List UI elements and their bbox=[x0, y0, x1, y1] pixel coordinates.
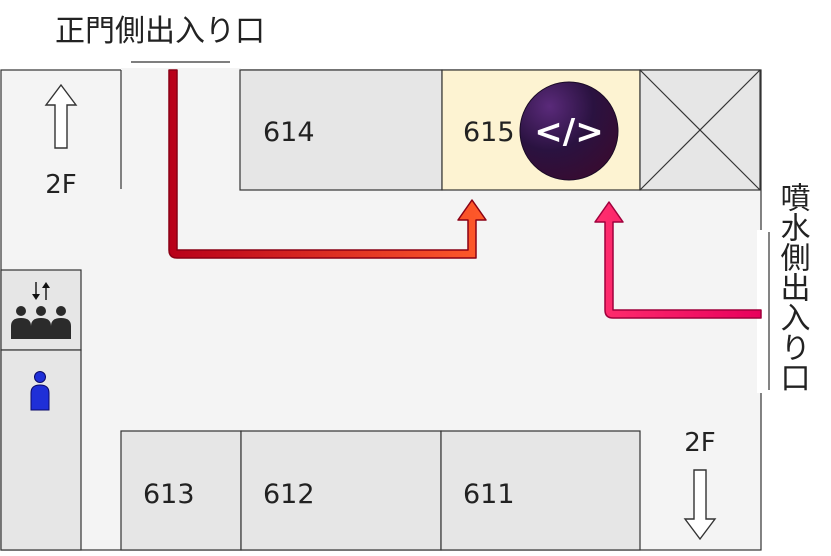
room-613[interactable] bbox=[120, 430, 242, 551]
elevator-icon bbox=[11, 282, 71, 339]
unavailable-area bbox=[639, 69, 761, 191]
room-615-label: 615 bbox=[463, 117, 515, 148]
route-main-entrance bbox=[168, 69, 487, 259]
stairs-up-arrow-icon[interactable] bbox=[44, 83, 78, 149]
room-612-label: 612 bbox=[263, 479, 315, 510]
room-614-label: 614 bbox=[263, 117, 315, 148]
person-icon bbox=[30, 371, 50, 411]
room-613-label: 613 bbox=[143, 479, 195, 510]
code-logo-icon: </> bbox=[519, 81, 619, 181]
floor-down-label: 2F bbox=[684, 428, 716, 458]
fountain-entrance-label: 噴水側出入り口 bbox=[775, 182, 811, 392]
main-entrance-gap bbox=[121, 68, 241, 73]
room-612[interactable] bbox=[240, 430, 442, 551]
main-entrance-label: 正門側出入り口 bbox=[55, 14, 265, 49]
code-logo-text: </> bbox=[534, 112, 603, 152]
room-611[interactable] bbox=[440, 430, 641, 551]
stairs-down-arrow-icon[interactable] bbox=[683, 469, 717, 541]
restroom[interactable] bbox=[0, 349, 82, 551]
room-611-label: 611 bbox=[463, 479, 515, 510]
route-fountain-entrance bbox=[594, 201, 762, 319]
floor-up-label: 2F bbox=[45, 170, 77, 200]
